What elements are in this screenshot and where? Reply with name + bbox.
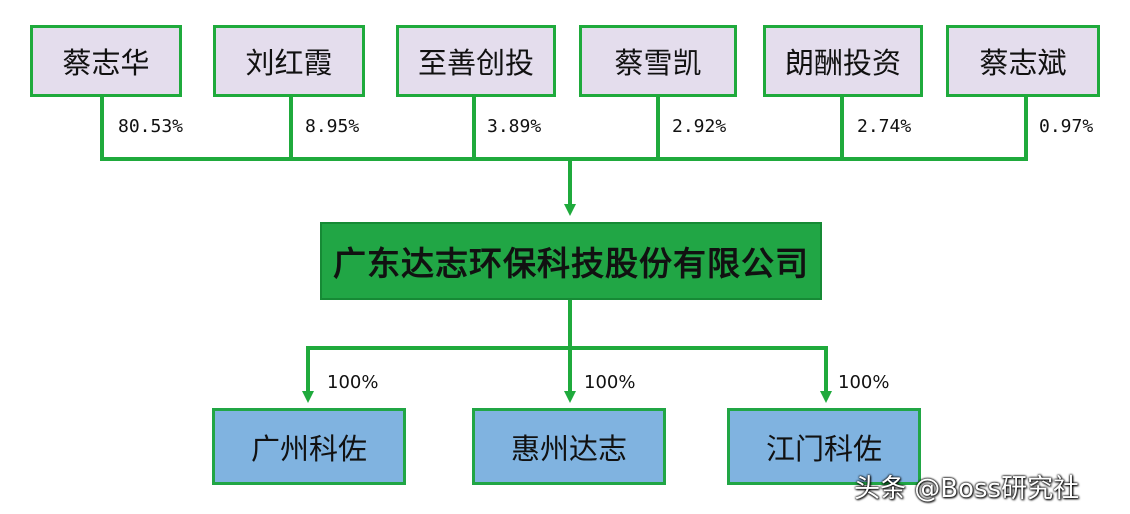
subsidiary-share: 100% [838,372,890,393]
shareholder-name: 至善创投 [417,46,534,80]
share-percentage: 3.89% [487,116,542,137]
shareholder-name: 刘红霞 [245,46,333,80]
shareholder-box-zhishan: 至善创投 [396,25,556,97]
company-box: 广东达志环保科技股份有限公司 [320,222,822,300]
shareholder-name: 朗酬投资 [784,46,901,80]
share-percentage: 2.92% [672,116,727,137]
shareholder-name: 蔡志华 [62,46,150,80]
shareholder-name: 蔡志斌 [979,46,1067,80]
shareholder-box-caixuekai: 蔡雪凯 [579,25,737,97]
shareholder-box-langchou: 朗酬投资 [763,25,923,97]
subsidiary-name: 广州科佐 [250,431,367,466]
shareholder-box-caizhihua: 蔡志华 [30,25,182,97]
shareholder-box-liuhongxia: 刘红霞 [213,25,365,97]
watermark: 头条 @Boss研究社 [854,474,1080,504]
shareholder-box-caizhibin: 蔡志斌 [946,25,1100,97]
shareholder-name: 蔡雪凯 [614,46,702,80]
subsidiary-name: 惠州达志 [510,431,627,466]
subsidiary-share: 100% [584,372,636,393]
share-percentage: 80.53% [118,116,184,137]
share-percentage: 0.97% [1039,116,1094,137]
subsidiary-box-guangzhou: 广州科佐 [212,408,406,485]
share-percentage: 2.74% [857,116,912,137]
subsidiary-box-jiangmen: 江门科佐 [727,408,921,485]
subsidiary-box-huizhou: 惠州达志 [472,408,666,485]
company-name: 广东达志环保科技股份有限公司 [333,244,809,283]
subsidiary-name: 江门科佐 [765,431,882,466]
subsidiary-share: 100% [327,372,379,393]
share-percentage: 8.95% [305,116,360,137]
